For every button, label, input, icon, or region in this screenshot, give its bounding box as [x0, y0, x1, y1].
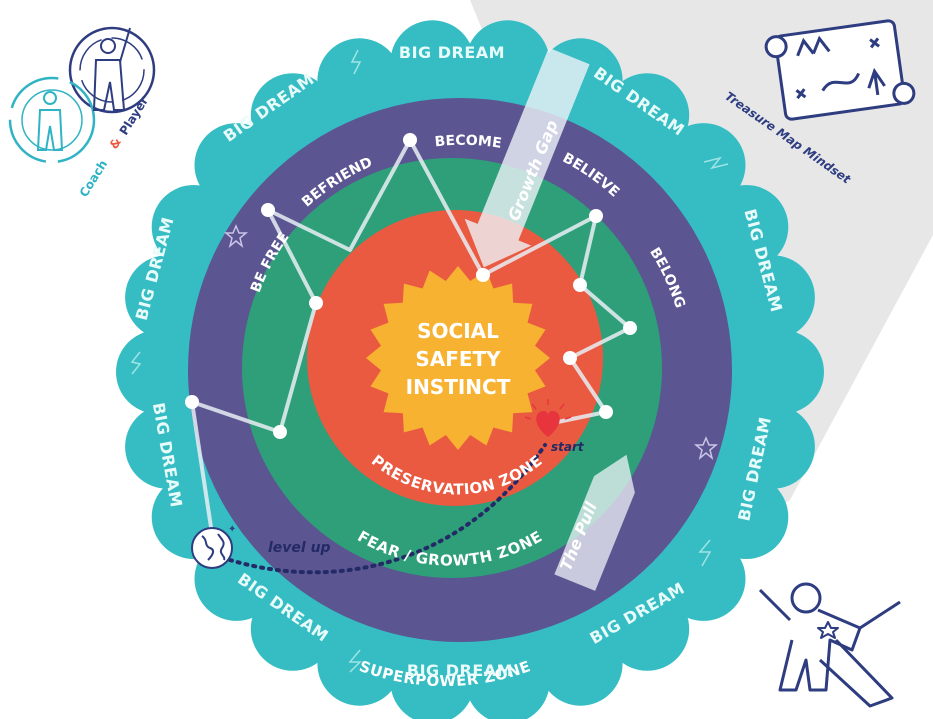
heart-icon — [524, 399, 572, 437]
globe-icon: ✦ — [191, 524, 236, 569]
center-line-2: SAFETY — [415, 347, 501, 371]
path-node — [599, 405, 613, 419]
level-up-dotted-path — [228, 443, 547, 575]
lightning-icon — [350, 49, 362, 75]
coach-label: Coach — [77, 158, 111, 200]
step-label-become: BECOME — [434, 133, 503, 152]
path-node — [589, 209, 603, 223]
path-node — [309, 296, 323, 310]
big-dream-label-top: BIG DREAM — [399, 43, 505, 62]
path-node — [261, 203, 275, 217]
journey-path — [190, 138, 632, 548]
path-node — [403, 133, 417, 147]
center-line-1: SOCIAL — [417, 319, 499, 343]
player-label: Player — [117, 94, 151, 138]
center-burst — [366, 266, 550, 450]
svg-text:✦: ✦ — [228, 524, 236, 535]
superhero-icon — [758, 582, 901, 708]
lightning-icon — [130, 351, 142, 375]
start-label: start — [551, 440, 585, 454]
growth-gap-arrow — [464, 47, 590, 268]
path-node — [476, 268, 490, 282]
level-up-label: level up — [268, 540, 331, 556]
path-node — [185, 395, 199, 409]
path-node — [573, 278, 587, 292]
coach-and-player-icon — [8, 26, 156, 164]
treasure-map-icon — [764, 19, 916, 121]
coach-and-player-logo: Coach & Player — [8, 26, 156, 200]
star-icon — [693, 436, 719, 461]
lightning-icon — [703, 156, 729, 170]
path-node — [623, 321, 637, 335]
path-node — [563, 351, 577, 365]
journey-nodes — [185, 133, 637, 439]
big-dream-label-bottom: BIG DREAM — [407, 661, 513, 680]
center-line-3: INSTINCT — [406, 375, 511, 399]
coach-player-amp: & — [107, 135, 124, 151]
star-icon — [223, 224, 249, 249]
lightning-icon — [348, 649, 362, 673]
lightning-icon — [698, 539, 712, 567]
path-node — [273, 425, 287, 439]
the-pull-arrow — [554, 454, 635, 591]
